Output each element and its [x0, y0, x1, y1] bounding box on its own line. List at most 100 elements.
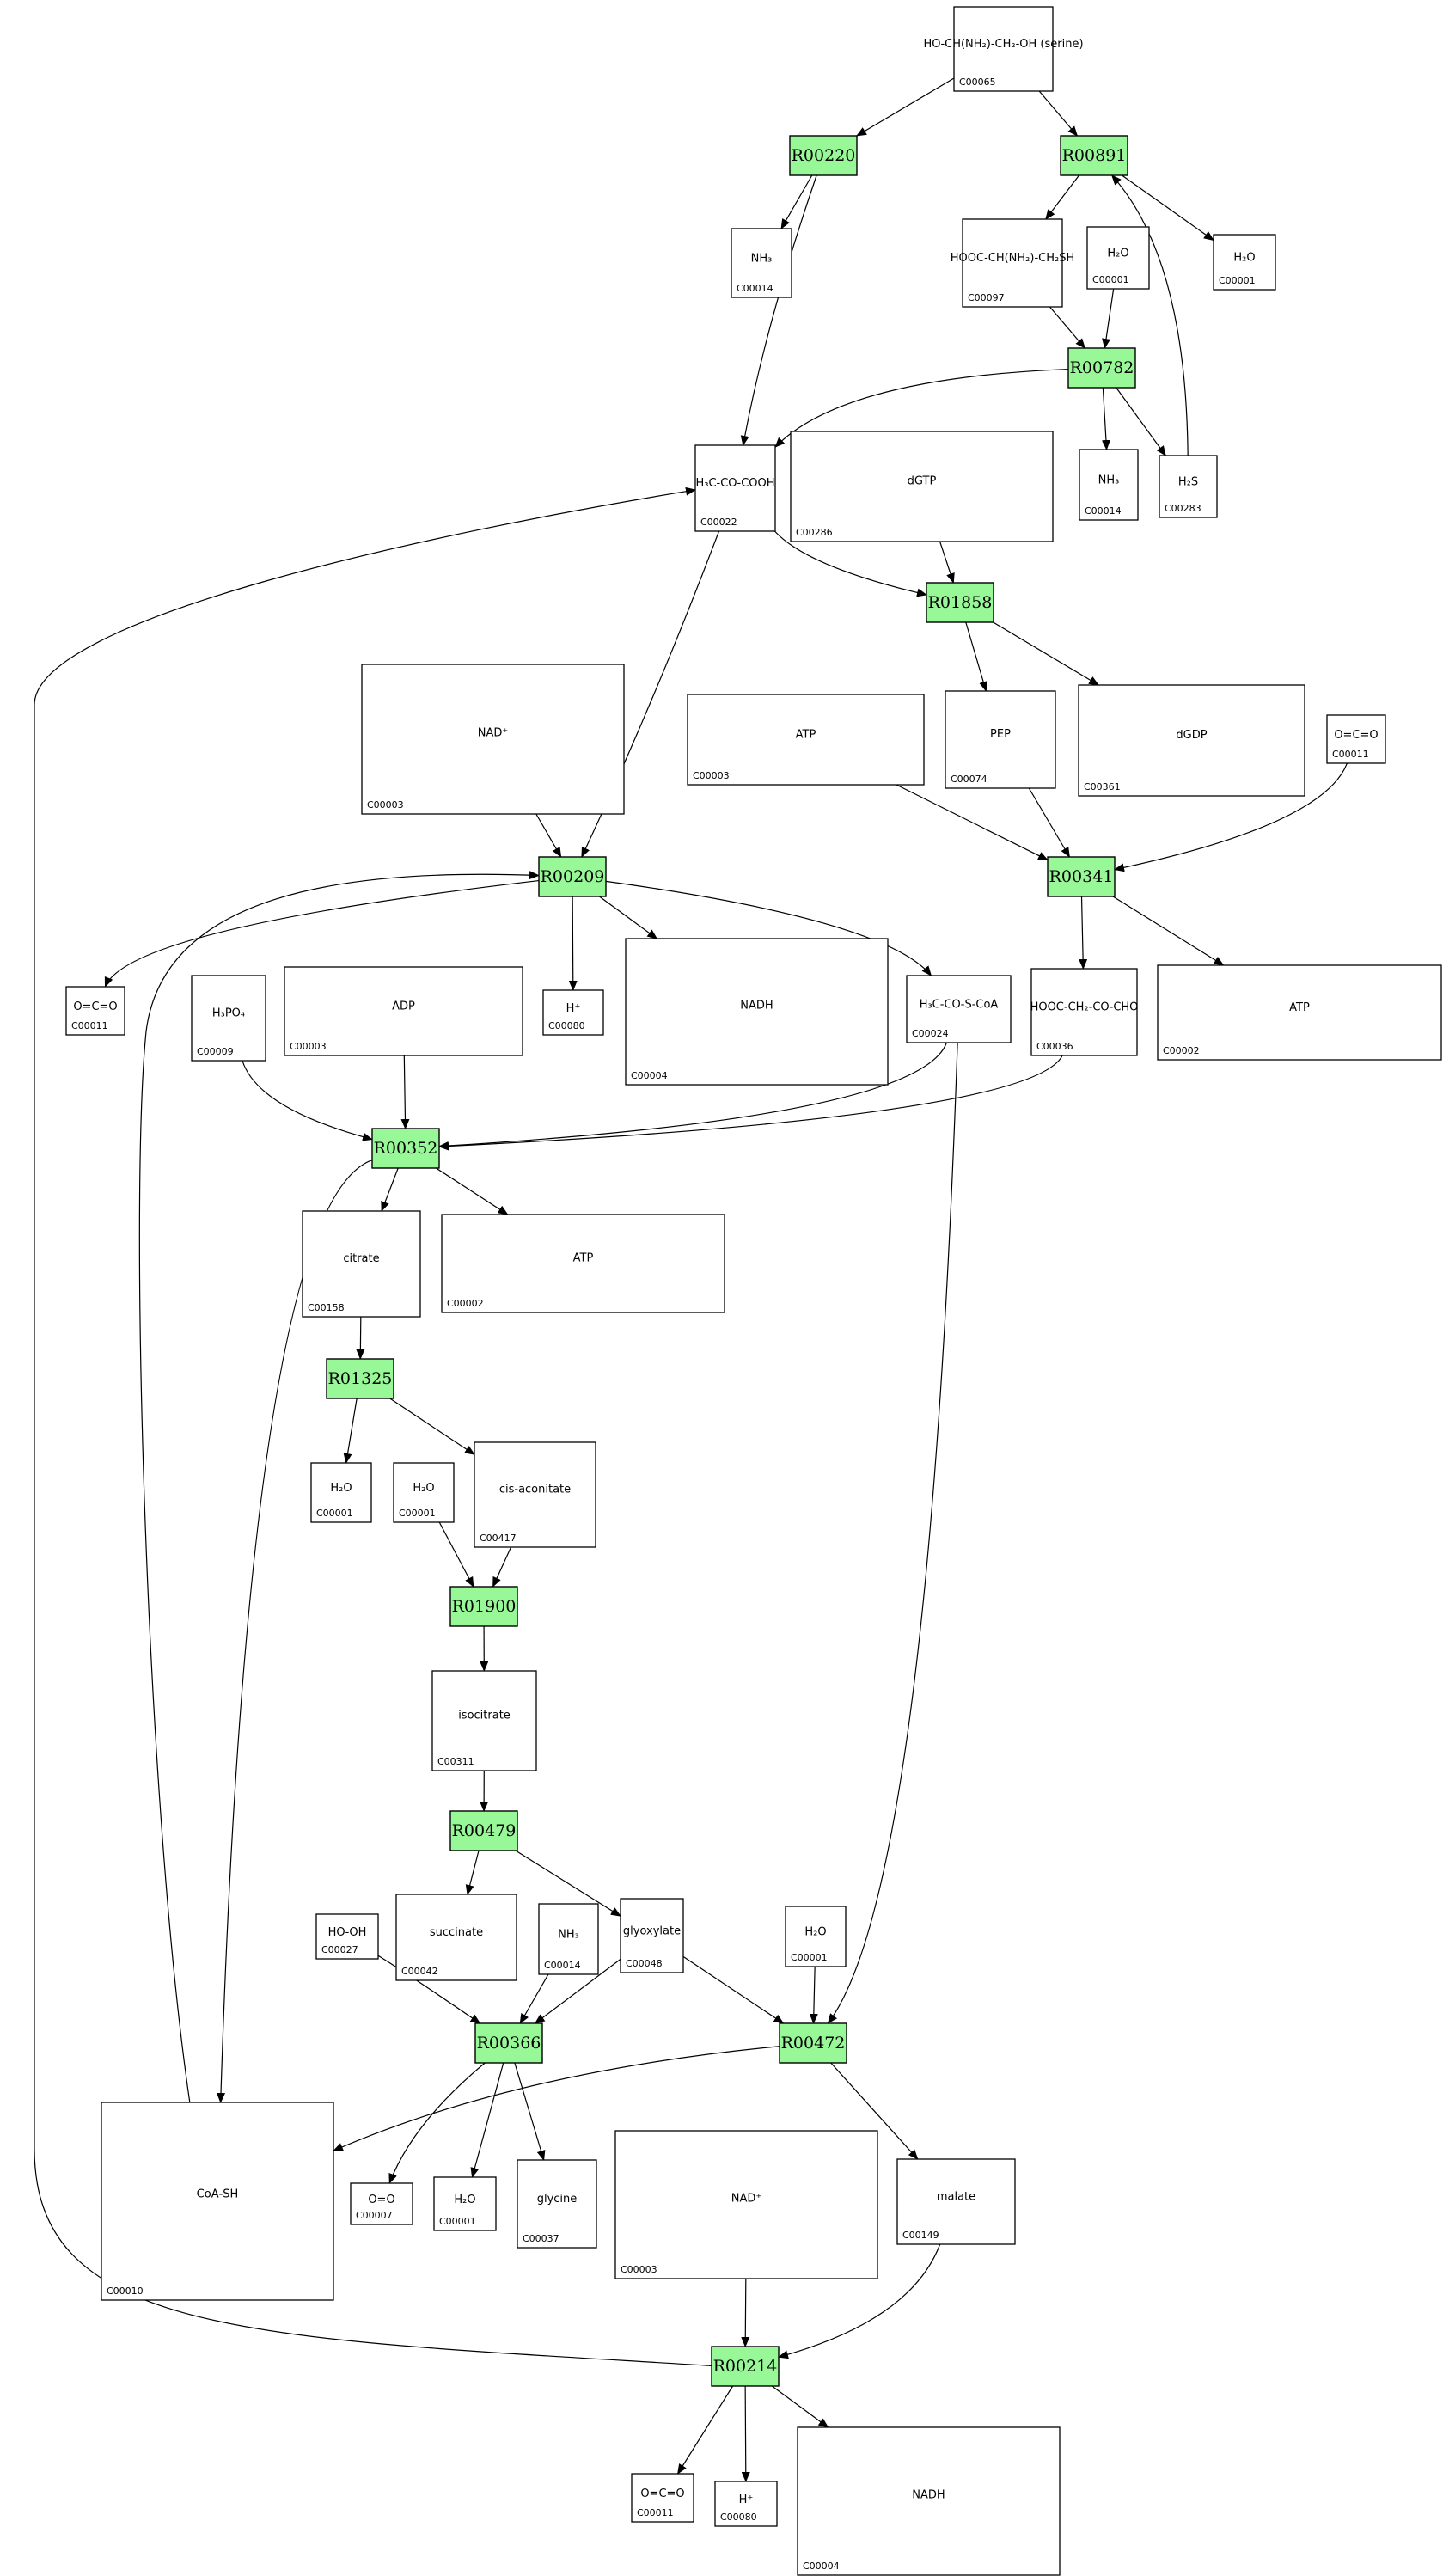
reaction-R01858[interactable]: R01858	[926, 582, 994, 623]
reaction-box[interactable]	[326, 1358, 394, 1399]
compound-box[interactable]	[945, 690, 1056, 789]
reaction-R00891[interactable]: R00891	[1060, 135, 1128, 176]
reaction-R00352[interactable]: R00352	[371, 1128, 440, 1169]
reaction-box[interactable]	[449, 1586, 518, 1627]
compound-C00080[interactable]: H⁺C00080	[542, 989, 604, 1036]
reaction-box[interactable]	[538, 856, 607, 897]
compound-box[interactable]	[361, 664, 625, 815]
reaction-box[interactable]	[1067, 347, 1136, 389]
compound-box[interactable]	[65, 986, 125, 1036]
compound-box[interactable]	[714, 2481, 778, 2527]
compound-box[interactable]	[790, 431, 1054, 542]
compound-box[interactable]	[1078, 684, 1305, 797]
compound-box[interactable]	[625, 938, 889, 1086]
compound-box[interactable]	[631, 2473, 694, 2523]
compound-box[interactable]	[431, 1670, 537, 1771]
compound-box[interactable]	[310, 1462, 372, 1523]
compound-box[interactable]	[517, 2159, 597, 2249]
compound-box[interactable]	[302, 1210, 421, 1318]
reaction-R00214[interactable]: R00214	[711, 2346, 780, 2387]
compound-C00065[interactable]: HO‑CH(NH₂)‑CH₂‑OH (serine)C00065	[923, 6, 1084, 92]
reaction-box[interactable]	[371, 1128, 440, 1169]
compound-box[interactable]	[1326, 714, 1386, 764]
compound-box[interactable]	[101, 2102, 334, 2301]
compound-box[interactable]	[474, 1441, 596, 1548]
compound-box[interactable]	[542, 989, 604, 1036]
reaction-box[interactable]	[779, 2022, 847, 2064]
compound-box[interactable]	[687, 694, 925, 786]
compound-box[interactable]	[785, 1906, 847, 1967]
reaction-R00472[interactable]: R00472	[779, 2022, 847, 2064]
compound-box[interactable]	[614, 2130, 878, 2279]
reaction-R00366[interactable]: R00366	[474, 2022, 543, 2064]
compound-box[interactable]	[694, 444, 776, 532]
compound-box[interactable]	[953, 6, 1054, 92]
compound-box[interactable]	[896, 2158, 1016, 2245]
compound-box[interactable]	[906, 975, 1012, 1043]
compound-box[interactable]	[395, 1894, 517, 1981]
compound-box[interactable]	[1030, 968, 1138, 1056]
compound-box[interactable]	[191, 975, 266, 1062]
compound-box[interactable]	[538, 1903, 599, 1975]
reaction-box[interactable]	[1060, 135, 1128, 176]
reaction-R01325[interactable]: R01325	[326, 1358, 394, 1399]
reaction-box[interactable]	[449, 1810, 518, 1851]
reaction-R00209[interactable]: R00209	[538, 856, 607, 897]
compound-box[interactable]	[1213, 234, 1276, 291]
compound-box[interactable]	[315, 1913, 379, 1960]
compound-box[interactable]	[731, 228, 792, 298]
compound-C00003[interactable]: NAD⁺C00003	[614, 2130, 878, 2279]
compound-box[interactable]	[962, 218, 1063, 308]
reaction-R00479[interactable]: R00479	[449, 1810, 518, 1851]
reaction-R01900[interactable]: R01900	[449, 1586, 518, 1627]
reaction-R00782[interactable]: R00782	[1067, 347, 1136, 389]
compound-box[interactable]	[1079, 449, 1139, 521]
compound-box[interactable]	[284, 966, 523, 1056]
compound-box[interactable]	[350, 2182, 413, 2225]
compound-box[interactable]	[1159, 455, 1218, 518]
reaction-R00220[interactable]: R00220	[789, 135, 858, 176]
reaction-R00341[interactable]: R00341	[1047, 856, 1116, 897]
reaction-box[interactable]	[711, 2346, 780, 2387]
reaction-box[interactable]	[789, 135, 858, 176]
compound-box[interactable]	[620, 1898, 684, 1973]
compound-box[interactable]	[797, 2426, 1061, 2576]
compound-C00080[interactable]: H⁺C00080	[714, 2481, 778, 2527]
